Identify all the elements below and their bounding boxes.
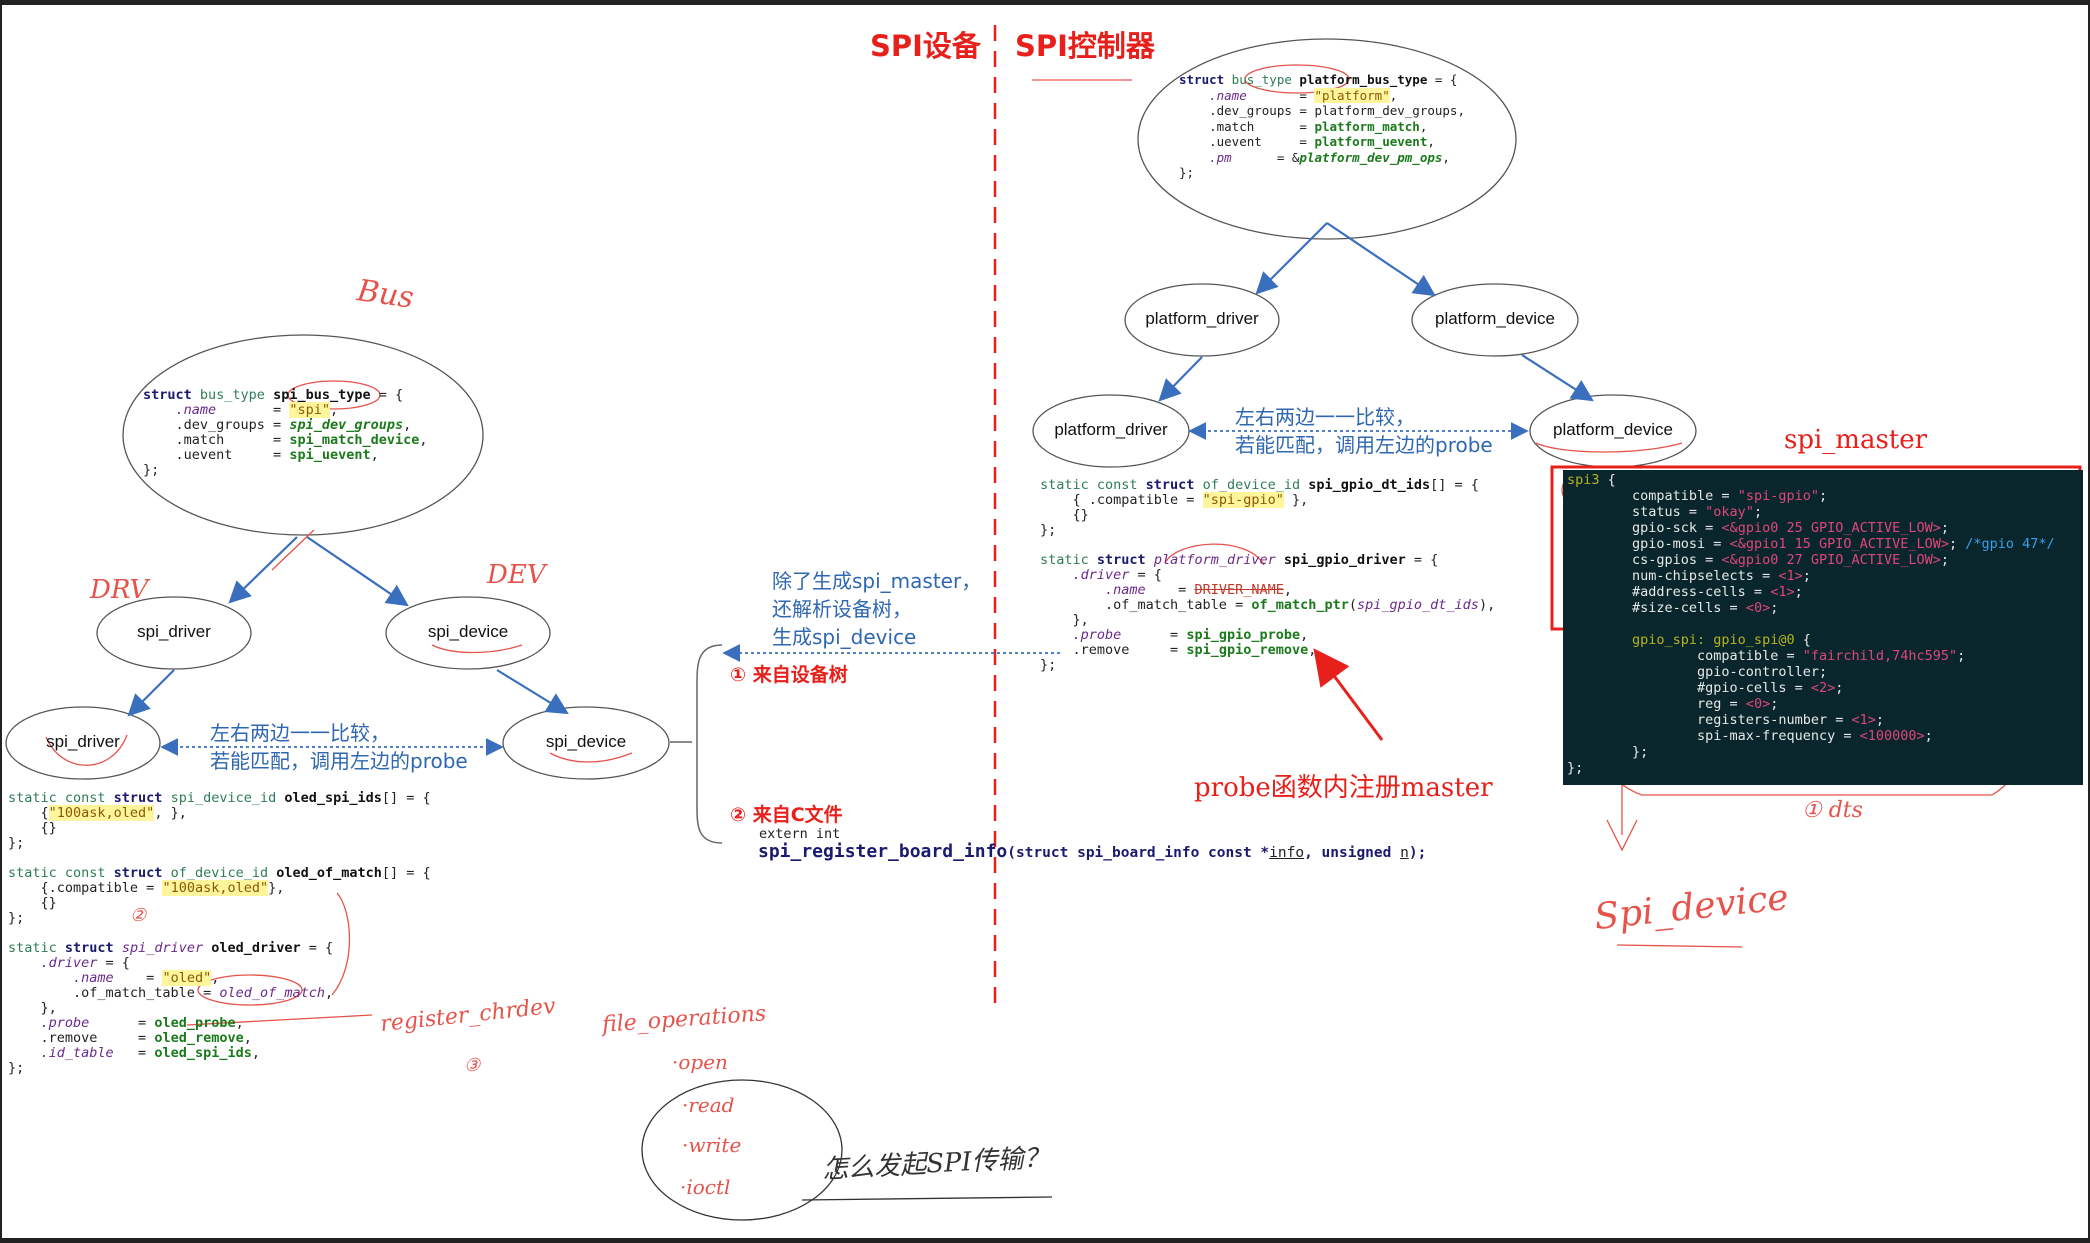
spi-bus-type-code: struct bus_type spi_bus_type = { .name =… <box>143 387 428 478</box>
node-spi-driver-top: spi_driver <box>137 622 211 641</box>
generate-device-note: 除了生成spi_master， 还解析设备树， 生成spi_device <box>772 569 982 649</box>
from-c-file: ② 来自C文件 <box>730 804 843 826</box>
oled-driver-code: static const struct spi_device_id oled_s… <box>8 790 431 1076</box>
node-platform-driver-top: platform_driver <box>1145 309 1259 328</box>
handwritten-drv: DRV <box>90 575 149 605</box>
source-bracket <box>696 644 723 844</box>
node-platform-device-bottom: platform_device <box>1552 420 1673 439</box>
left-compare-note: 左右两边一一比较， 若能匹配，调用左边的probe <box>210 721 468 773</box>
spi-bus-ellipse <box>122 334 484 536</box>
spi-driver-top-ellipse <box>96 596 252 670</box>
header-spi-controller: SPI控制器 <box>1015 29 1155 63</box>
register-board-info: spi_register_board_info(struct spi_board… <box>758 841 1427 862</box>
handwritten-circle-3: ③ <box>464 1055 481 1076</box>
handwritten-circle-2: ② <box>130 905 147 926</box>
node-platform-driver-bottom: platform_driver <box>1054 420 1168 439</box>
handwritten-read: ·read <box>682 1093 735 1117</box>
platform-bus-type-code: struct bus_type platform_bus_type = { .n… <box>1179 72 1465 180</box>
spi-driver-bottom-ellipse <box>5 706 161 780</box>
handwritten-dev: DEV <box>487 560 546 590</box>
platform-device-top-ellipse <box>1411 283 1579 357</box>
handwritten-write: ·write <box>682 1133 742 1157</box>
whiteboard-canvas: SPI设备 SPI控制器 Bus DRV DEV struct bus_type… <box>2 5 2088 1238</box>
node-spi-device-bottom: spi_device <box>545 732 627 751</box>
probe-red-arrow <box>1313 648 1384 741</box>
spi-gpio-driver-code: static const struct of_device_id spi_gpi… <box>1040 477 1496 673</box>
node-spi-driver-bottom: spi_driver <box>46 732 120 751</box>
handwritten-open: ·open <box>672 1050 728 1074</box>
header-spi-device: SPI设备 <box>870 29 981 63</box>
right-compare-note: 左右两边一一比较， 若能匹配，调用左边的probe <box>1235 405 1493 457</box>
diagram-graphics <box>5 25 2082 1221</box>
handwritten-ioctl: ·ioctl <box>680 1175 731 1199</box>
spi-device-top-ellipse <box>385 596 551 670</box>
from-device-tree: ① 来自设备树 <box>730 664 848 686</box>
node-platform-device-top: platform_device <box>1434 309 1555 328</box>
spi-master-label: spi_master <box>1784 425 1928 455</box>
probe-registers-master-note: probe函数内注册master <box>1194 773 1493 803</box>
file-ops-ellipse <box>641 1079 843 1221</box>
handwritten-dts: ① dts <box>1802 798 1863 823</box>
node-spi-device-top: spi_device <box>427 622 509 641</box>
platform-bus-ellipse <box>1137 38 1517 240</box>
extern-int: extern int <box>759 826 841 842</box>
device-tree-panel: spi3 { compatible = "spi-gpio"; status =… <box>1563 470 2083 785</box>
platform-driver-top-ellipse <box>1124 283 1280 357</box>
